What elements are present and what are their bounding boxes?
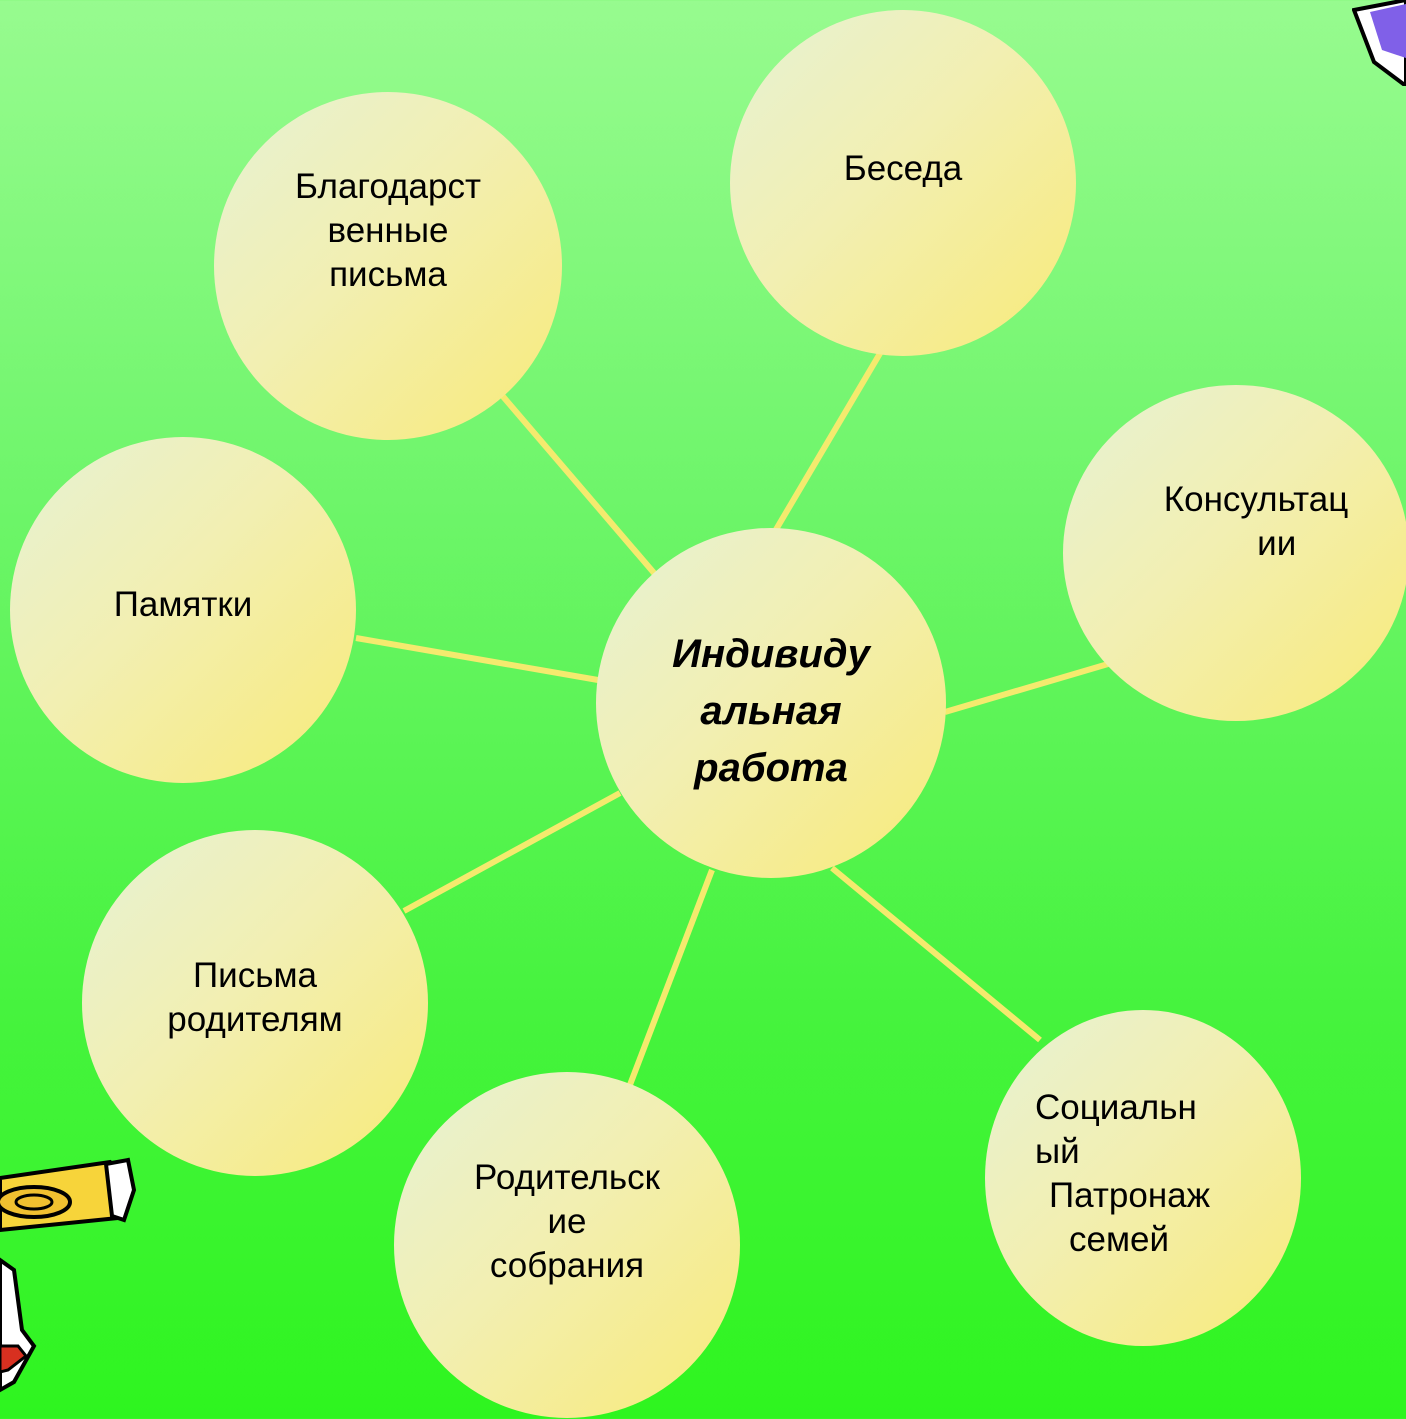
paper-clipart — [1352, 0, 1406, 86]
node-center: Индивиду альная работа — [596, 528, 946, 878]
pencil-clipart — [0, 1157, 137, 1393]
node-sobraniya: Родительск ие собрания — [394, 1072, 740, 1418]
node-blagodar: Благодарст венные письма — [214, 92, 562, 440]
label-line: Патронаж — [1049, 1176, 1211, 1215]
label-line: письма — [329, 255, 447, 294]
connector-patronazh — [830, 865, 1042, 1043]
connector-pisma — [402, 790, 622, 914]
label-line: венные — [327, 211, 449, 250]
label-line: Беседа — [843, 149, 963, 188]
label-line: Письма — [193, 956, 317, 995]
connector-konsult — [944, 661, 1109, 715]
connector-pamyatki — [355, 635, 599, 683]
node-pisma: Письма родителям — [82, 830, 428, 1176]
connector-blagodar — [497, 391, 663, 582]
label-line: ии — [1257, 524, 1297, 563]
node-pamyatki-label: Памятки — [114, 583, 253, 627]
label-line: альная — [700, 688, 842, 733]
label-line: собрания — [489, 1246, 645, 1285]
label-line: родителям — [167, 1000, 343, 1039]
connector-sobraniya — [625, 868, 715, 1092]
node-pisma-label: Письма родителям — [167, 954, 343, 1042]
label-line: Памятки — [113, 585, 253, 624]
label-line: Социальн — [1035, 1088, 1197, 1127]
node-patronazh-label: Социальн ый Патронаж семей — [1025, 1086, 1261, 1262]
label-line: работа — [694, 745, 848, 790]
label-line: Индивиду — [672, 631, 870, 676]
label-line: Консультац — [1163, 480, 1349, 519]
node-patronazh: Социальн ый Патронаж семей — [985, 1010, 1301, 1346]
label-line: ый — [1035, 1132, 1080, 1171]
node-pamyatki: Памятки — [10, 437, 356, 783]
label-line: семей — [1069, 1220, 1170, 1259]
node-konsult-label: Консультац ии — [1124, 478, 1349, 566]
node-konsult: Консультац ии — [1063, 385, 1406, 721]
connector-beseda — [768, 348, 885, 540]
node-beseda: Беседа — [730, 10, 1076, 356]
node-center-label: Индивиду альная работа — [672, 626, 870, 797]
label-line: Родительск — [474, 1158, 660, 1197]
label-line: ие — [547, 1202, 587, 1241]
label-line: Благодарст — [294, 167, 482, 206]
node-sobraniya-label: Родительск ие собрания — [474, 1156, 660, 1288]
node-beseda-label: Беседа — [844, 147, 963, 191]
node-blagodar-label: Благодарст венные письма — [295, 165, 481, 297]
